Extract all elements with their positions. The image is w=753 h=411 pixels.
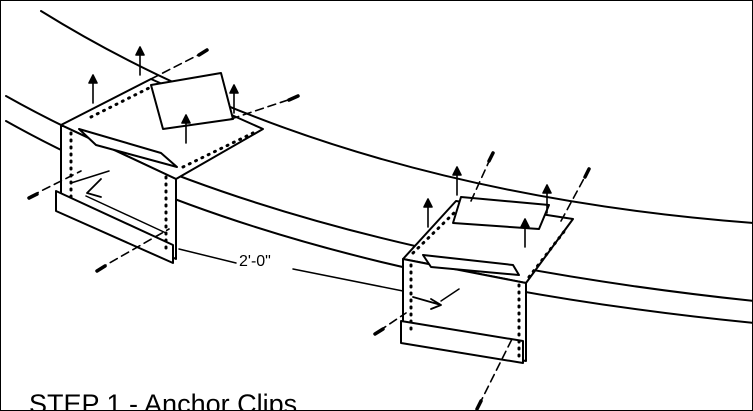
clip-right-nail-heads (373, 151, 591, 410)
anchor-clip-right (373, 151, 591, 410)
screw-icon (135, 46, 145, 76)
clip-left-dashed-fasteners (30, 50, 298, 270)
clip-left-nail-holes (69, 85, 255, 253)
dimension-line (178, 248, 404, 292)
clip-right-shadow (440, 288, 460, 302)
clip-left-arrow (86, 178, 102, 198)
screw-icon (542, 184, 552, 214)
clip-right-tab (452, 196, 550, 230)
clip-left-tongue (78, 128, 178, 168)
clip-left-screws (88, 46, 239, 144)
anchor-clip-left (27, 46, 300, 273)
track-outer-edge (40, 10, 752, 224)
clip-left-front-face (60, 124, 177, 260)
screw-icon (181, 114, 191, 144)
clip-left-tab (150, 72, 234, 130)
clip-left-shadow (70, 170, 167, 234)
screw-icon (423, 198, 433, 228)
clip-left-nail-heads (27, 48, 300, 273)
screw-icon (88, 74, 98, 104)
dimension-label: 2'-0" (239, 253, 271, 270)
screw-icon (452, 166, 462, 196)
clip-right-nail-holes (409, 209, 568, 359)
clip-right-screws (423, 166, 552, 248)
clip-right-arrow (412, 296, 442, 310)
screw-icon (520, 218, 530, 248)
screw-icon (229, 84, 239, 114)
clip-right-base-flange (400, 320, 524, 364)
clip-right-tongue (422, 254, 520, 276)
step-title: STEP 1 - Anchor Clips (29, 389, 298, 411)
clip-left-base-flange (55, 190, 174, 264)
